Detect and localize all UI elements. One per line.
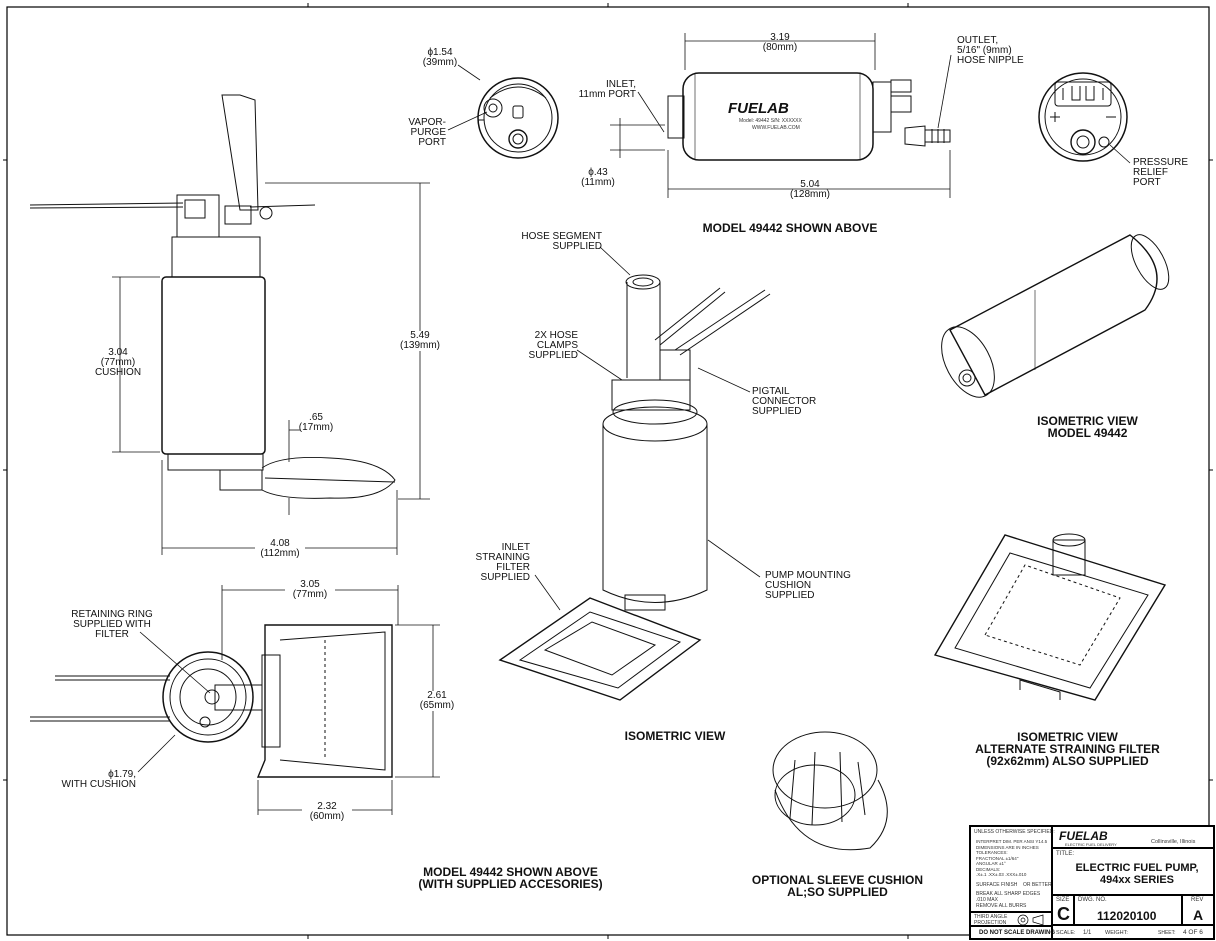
scale-label: SCALE:: [1056, 930, 1076, 936]
size-value: C: [1057, 904, 1070, 924]
plan-length-label: 3.05(77mm): [285, 580, 335, 600]
title-label: TITLE:: [1056, 851, 1075, 857]
cushion-length-label: 3.04(77mm)CUSHION: [94, 347, 142, 378]
scale-value: 1/1: [1083, 930, 1092, 936]
end-dia-label: ϕ1.54(39mm): [422, 47, 458, 68]
sheet-label: SHEET:: [1158, 930, 1176, 936]
weight-label: WEIGHT:: [1105, 930, 1128, 936]
rev-value: A: [1193, 907, 1204, 923]
outlet-label: OUTLET, 5/16" (9mm) HOSE NIPPLE: [957, 35, 1024, 66]
plan-width-label: 2.32(60mm): [302, 802, 352, 822]
caption-iso-filter: ISOMETRIC VIEW ALTERNATE STRAINING FILTE…: [975, 730, 1160, 768]
side-view-pump: [667, 72, 951, 161]
drawing-title: ELECTRIC FUEL PUMP, 494xx SERIES: [1075, 862, 1199, 886]
plan-dia-label: ϕ1.79,WITH CUSHION: [61, 769, 136, 790]
tolerance-notes: INTERPRET DIM. PER ANSI Y14.5 DIMENSIONS…: [976, 839, 1048, 877]
company-logo: FUELAB: [1059, 829, 1108, 843]
inlet-dia-label: ϕ.43(11mm): [581, 167, 615, 188]
sheet-value: 4 OF 6: [1183, 929, 1203, 936]
front-view-pump: [29, 94, 396, 499]
pressure-relief-label: PRESSURE RELIEF PORT: [1133, 157, 1189, 188]
surface-finish-label: SURFACE FINISH: [976, 882, 1018, 888]
hose-segment-label: HOSE SEGMENT SUPPLIED: [521, 231, 602, 252]
front-view-dims: [112, 182, 430, 555]
surface-finish-value: OR BETTER: [1023, 882, 1052, 888]
iso-center-leaders: [534, 246, 761, 611]
end-view-right: [1038, 72, 1128, 162]
iso-filter: [933, 533, 1167, 701]
side-view-dims: [610, 33, 952, 198]
inlet-filter-label: INLET STRAINING FILTER SUPPLIED: [475, 542, 530, 583]
rev-label: REV: [1191, 897, 1204, 903]
no-scale-cell: DO NOT SCALE DRAWING: [970, 926, 1055, 939]
title-cell: TITLE: ELECTRIC FUEL PUMP, 494xx SERIES: [1052, 848, 1214, 895]
pump-url: WWW.FUELAB.COM: [752, 125, 800, 131]
retaining-ring-label: RETAINING RING SUPPLIED WITH FILTER: [71, 609, 153, 640]
end-view-left: [477, 77, 559, 159]
hose-clamps-label: 2X HOSE CLAMPS SUPPLIED: [528, 330, 578, 361]
border-ticks: [3, 3, 1213, 939]
caption-model-accessories: MODEL 49442 SHOWN ABOVE (WITH SUPPLIED A…: [418, 865, 603, 891]
caption-model: MODEL 49442 SHOWN ABOVE: [702, 221, 878, 235]
vapor-purge-port-label: VAPOR- PURGE PORT: [408, 117, 446, 148]
dwg-cell: DWG. NO. 112020100: [1074, 895, 1182, 925]
plan-view: [30, 624, 393, 778]
sleeve-cushion: [772, 731, 888, 851]
iso-model: [941, 234, 1170, 398]
inlet-label: INLET, 11mm PORT: [578, 79, 636, 100]
size-cell: SIZE C: [1052, 895, 1074, 925]
side-length-label: 5.04(128mm): [789, 179, 830, 200]
plan-height-label: 2.61(65mm): [412, 691, 462, 711]
iso-center: [498, 274, 771, 701]
pump-brand-logo: FUELAB: [728, 100, 789, 117]
do-not-scale: DO NOT SCALE DRAWING: [979, 930, 1055, 936]
sheet-border: [6, 6, 1210, 936]
side-width-label: 3.19(80mm): [762, 32, 798, 53]
size-label: SIZE: [1056, 897, 1070, 903]
title-block: UNLESS OTHERWISE SPECIFIED: INTERPRET DI…: [969, 825, 1215, 940]
caption-sleeve-cushion: OPTIONAL SLEEVE CUSHION AL;SO SUPPLIED: [751, 873, 924, 899]
third-angle-label: THIRD ANGLE PROJECTION: [974, 914, 1008, 926]
pigtail-label: PIGTAIL CONNECTOR SUPPLIED: [752, 386, 817, 417]
pump-model-line: Model: 49442 S/N: XXXXXX: [739, 118, 802, 124]
dwg-label: DWG. NO.: [1078, 897, 1107, 903]
caption-iso-view: ISOMETRIC VIEW: [624, 729, 726, 743]
front-width-label: 4.08(112mm): [255, 539, 305, 559]
third-angle-symbol: [1017, 914, 1044, 926]
dwg-number: 112020100: [1097, 909, 1157, 923]
company-location: Collinsville, Illinois: [1151, 839, 1196, 845]
break-edges-note: BREAK ALL SHARP EDGES .010 MAX REMOVE AL…: [976, 891, 1041, 909]
rev-cell: REV A: [1182, 895, 1214, 925]
overall-length-label: 5.49(139mm): [395, 331, 445, 351]
mounting-cushion-label: PUMP MOUNTING CUSHION SUPPLIED: [765, 570, 851, 601]
company-sub: ELECTRIC FUEL DELIVERY: [1065, 842, 1117, 847]
company-cell: FUELAB ELECTRIC FUEL DELIVERY Collinsvil…: [1052, 826, 1214, 848]
scale-row: SCALE: 1/1 WEIGHT: SHEET: 4 OF 6: [1052, 925, 1214, 939]
unless-note: UNLESS OTHERWISE SPECIFIED:: [974, 829, 1055, 835]
plan-view-dims: [137, 585, 440, 815]
tolerance-cell: UNLESS OTHERWISE SPECIFIED: INTERPRET DI…: [970, 826, 1055, 912]
filter-height-label: .65(17mm): [298, 412, 334, 433]
caption-iso-model: ISOMETRIC VIEW MODEL 49442: [1037, 414, 1138, 440]
projection-cell: THIRD ANGLE PROJECTION: [970, 912, 1052, 926]
